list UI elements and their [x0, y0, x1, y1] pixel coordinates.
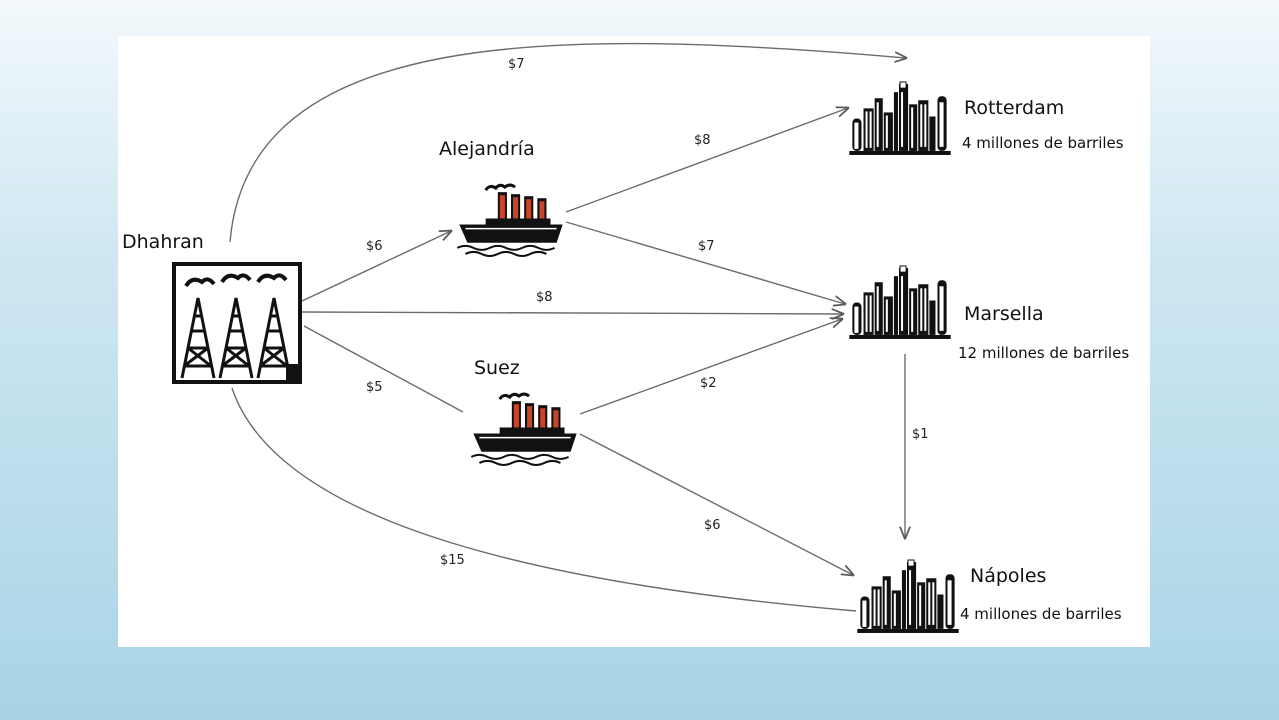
node-marsella: Marsella 12 millones de barriles — [849, 265, 1129, 362]
edge-alejandria-rotterdam — [565, 108, 848, 213]
node-name-rotterdam: Rotterdam — [964, 97, 1064, 119]
node-rotterdam: Rotterdam 4 millones de barriles — [849, 81, 1124, 156]
edge-dhahran-rotterdam — [229, 42, 906, 243]
edge-alejandria-marsella — [565, 221, 845, 304]
city-skyline-icon — [849, 265, 951, 340]
node-dhahran: Dhahran — [122, 231, 302, 384]
edge-dhahran-alejandria — [301, 231, 451, 302]
node-suez: Suez — [469, 357, 579, 467]
steamship-icon — [455, 183, 565, 258]
city-skyline-icon — [849, 81, 951, 156]
city-skyline-icon — [857, 559, 959, 634]
cost-suez-marsella: $2 — [700, 376, 717, 391]
cost-suez-napoles: $6 — [704, 518, 721, 533]
cost-dhahran-marsella: $8 — [536, 290, 553, 305]
node-name-suez: Suez — [474, 357, 520, 379]
cost-dhahran-suez: $5 — [366, 380, 383, 395]
edge-costs: $7 $6 $8 $5 $15 $8 $7 $2 $6 $1 — [366, 57, 929, 568]
oil-derricks-icon — [172, 262, 302, 384]
node-alejandria: Alejandría — [439, 138, 565, 258]
diagram-slide: $7 $6 $8 $5 $15 $8 $7 $2 $6 $1 Dhahran A… — [118, 36, 1150, 647]
cost-alejandria-rotterdam: $8 — [694, 133, 711, 148]
network-diagram: $7 $6 $8 $5 $15 $8 $7 $2 $6 $1 Dhahran A… — [122, 42, 1129, 634]
node-name-alejandria: Alejandría — [439, 138, 535, 160]
node-name-dhahran: Dhahran — [122, 231, 204, 253]
node-demand-marsella: 12 millones de barriles — [958, 344, 1129, 362]
node-name-napoles: Nápoles — [970, 565, 1046, 587]
edge-dhahran-napoles — [231, 387, 857, 612]
edge-suez-napoles — [579, 433, 853, 575]
edge-dhahran-suez — [303, 325, 464, 413]
node-demand-rotterdam: 4 millones de barriles — [962, 134, 1124, 152]
edge-dhahran-marsella — [301, 312, 843, 314]
cost-dhahran-alejandria: $6 — [366, 239, 383, 254]
node-demand-napoles: 4 millones de barriles — [960, 605, 1122, 623]
steamship-icon — [469, 392, 579, 467]
edges — [229, 42, 906, 612]
cost-marsella-napoles: $1 — [912, 427, 929, 442]
node-napoles: Nápoles 4 millones de barriles — [857, 559, 1122, 634]
node-name-marsella: Marsella — [964, 303, 1044, 325]
cost-alejandria-marsella: $7 — [698, 239, 715, 254]
cost-dhahran-rotterdam: $7 — [508, 57, 525, 72]
edge-suez-marsella — [579, 319, 842, 415]
cost-dhahran-napoles: $15 — [440, 553, 465, 568]
